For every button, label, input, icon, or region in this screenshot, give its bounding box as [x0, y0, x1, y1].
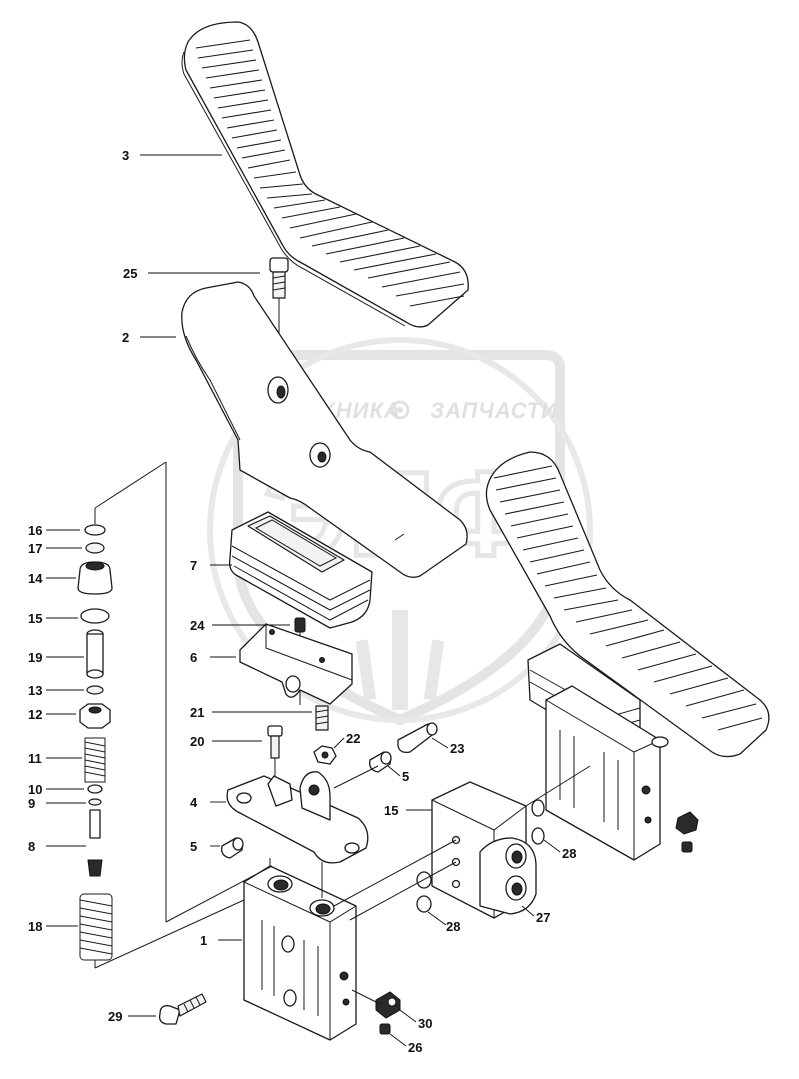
wheat-emblem-icon — [355, 610, 445, 710]
callout-6: 6 — [190, 650, 197, 665]
part-12-nut — [79, 703, 111, 729]
callout-29: 29 — [108, 1009, 122, 1024]
part-8-plunger — [87, 809, 103, 877]
callout-15-left: 15 — [28, 611, 42, 626]
callout-16: 16 — [28, 523, 42, 538]
callout-5-upper: 5 — [402, 769, 409, 784]
callout-30: 30 — [418, 1016, 432, 1031]
callout-3: 3 — [122, 148, 129, 163]
part-16-o-ring — [84, 524, 106, 536]
part-15-seal-ring — [80, 608, 110, 624]
callout-5-lower: 5 — [190, 839, 197, 854]
part-28-o-rings — [416, 799, 545, 913]
part-19-sleeve — [86, 629, 104, 679]
part-5-bushing-upper — [369, 751, 392, 773]
callout-4: 4 — [190, 795, 198, 810]
callout-23: 23 — [450, 741, 464, 756]
part-13-washer — [86, 685, 104, 695]
callout-2: 2 — [122, 330, 129, 345]
callout-leaders — [46, 154, 561, 1047]
callout-19: 19 — [28, 650, 42, 665]
valve-stack — [77, 461, 273, 969]
part-5-bushing-lower — [221, 837, 244, 859]
callout-20: 20 — [190, 734, 204, 749]
part-18-main-spring — [79, 893, 113, 961]
callout-24: 24 — [190, 618, 205, 633]
callout-28-lower: 28 — [446, 919, 460, 934]
part-1-valve-body — [243, 858, 357, 1041]
right-pedal-assembly — [485, 451, 770, 861]
callout-7: 7 — [190, 558, 197, 573]
callout-27: 27 — [536, 910, 550, 925]
part-4-base-plate — [226, 771, 369, 864]
part-10-ring — [87, 784, 103, 794]
part-11-spring — [84, 737, 106, 783]
callout-18: 18 — [28, 919, 42, 934]
callout-12: 12 — [28, 707, 42, 722]
part-17-washer — [85, 542, 105, 554]
part-29-bolt — [158, 993, 207, 1025]
callout-22: 22 — [346, 731, 360, 746]
callout-14: 14 — [28, 571, 43, 586]
callout-26: 26 — [408, 1040, 422, 1055]
part-3-pedal-pad — [181, 21, 469, 328]
callout-28-upper: 28 — [562, 846, 576, 861]
callout-17: 17 — [28, 541, 42, 556]
part-7-rubber-boot — [228, 511, 373, 629]
part-30-plug — [375, 991, 401, 1019]
part-23-pin — [397, 722, 438, 754]
part-21-threaded-pin — [315, 705, 329, 731]
part-22-nut — [313, 745, 337, 765]
callout-21: 21 — [190, 705, 204, 720]
callout-25: 25 — [123, 266, 137, 281]
callout-13: 13 — [28, 683, 42, 698]
callout-1: 1 — [200, 933, 207, 948]
callout-11: 11 — [28, 751, 42, 766]
part-26-small-plug — [379, 1023, 391, 1035]
part-9-washer — [88, 798, 102, 806]
callout-15-right: 15 — [384, 803, 398, 818]
gear-icon — [390, 400, 410, 420]
callout-9: 9 — [28, 796, 35, 811]
callout-labels: 3 25 2 16 17 14 15 19 13 12 11 10 9 8 18… — [28, 148, 576, 1055]
callout-8: 8 — [28, 839, 35, 854]
part-2-pedal-lever — [181, 281, 468, 578]
part-15-housing — [431, 781, 537, 919]
part-6-bracket — [239, 623, 353, 705]
watermark-text-right: ЗАПЧАСТИ — [430, 398, 558, 423]
part-14-cap — [77, 561, 113, 595]
assembly-lines — [333, 765, 591, 1005]
callout-10: 10 — [28, 782, 42, 797]
